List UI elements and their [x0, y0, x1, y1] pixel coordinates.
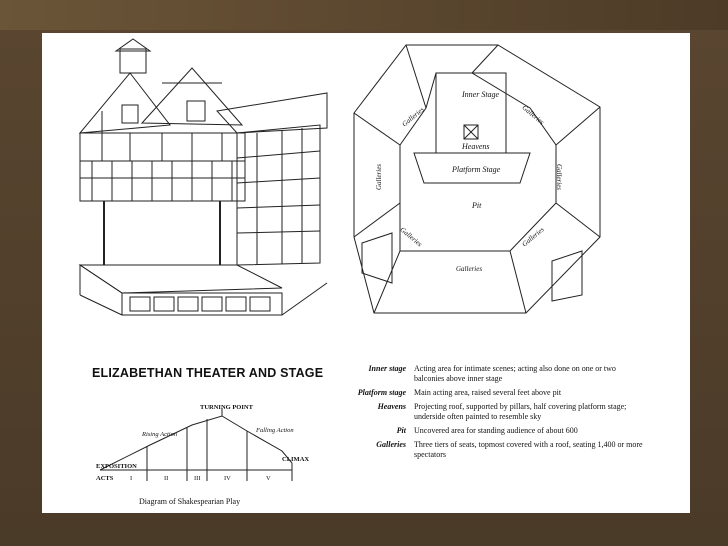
rising-action-label: Rising Action: [142, 431, 178, 438]
galleries-label: Galleries: [555, 163, 564, 191]
climax-label: CLIMAX: [282, 456, 310, 463]
platform-stage-label: Platform Stage: [452, 165, 501, 174]
acts-label: ACTS: [96, 475, 114, 482]
galleries-label: Galleries: [456, 265, 483, 273]
act-label: IV: [224, 475, 231, 482]
legend-row: Inner stage Acting area for intimate sce…: [354, 364, 644, 384]
turning-point-label: TURNING POINT: [200, 404, 253, 411]
plot-diagram-caption: Diagram of Shakespearian Play: [139, 497, 241, 506]
page-drawings: [78, 38, 601, 481]
legend: Inner stage Acting area for intimate sce…: [354, 364, 644, 464]
figure-title: ELIZABETHAN THEATER AND STAGE: [92, 366, 324, 380]
legend-term: Platform stage: [357, 388, 406, 397]
legend-row: Platform stage Main acting area, raised …: [354, 388, 644, 398]
legend-definition: Acting area for intimate scenes; acting …: [414, 364, 616, 383]
act-label: III: [194, 475, 201, 482]
legend-row: Pit Uncovered area for standing audience…: [354, 426, 644, 436]
legend-row: Heavens Projecting roof, supported by pi…: [354, 402, 644, 422]
act-label: I: [130, 475, 133, 482]
pit-label: Pit: [472, 201, 482, 210]
legend-definition: Three tiers of seats, topmost covered wi…: [414, 440, 643, 459]
heavens-label: Heavens: [462, 142, 490, 151]
legend-term: Galleries: [376, 440, 406, 449]
floor-plan: [353, 44, 601, 314]
legend-row: Galleries Three tiers of seats, topmost …: [354, 440, 644, 460]
legend-term: Inner stage: [368, 364, 406, 373]
plot-diagram: [99, 408, 293, 481]
legend-definition: Uncovered area for standing audience of …: [414, 426, 578, 435]
legend-term: Pit: [396, 426, 406, 435]
exposition-label: EXPOSITION: [96, 463, 137, 470]
inner-stage-label: Inner Stage: [462, 90, 500, 99]
scanned-page: Inner Stage Heavens Platform Stage Pit G…: [42, 33, 690, 513]
act-label: V: [266, 475, 271, 482]
top-border-stripe: [0, 0, 728, 30]
act-label: II: [164, 475, 169, 482]
legend-definition: Projecting roof, supported by pillars, h…: [414, 402, 627, 421]
legend-term: Heavens: [377, 402, 406, 411]
theater-illustration: [78, 38, 328, 316]
galleries-label: Galleries: [375, 163, 384, 191]
falling-action-label: Falling Action: [256, 427, 294, 434]
legend-definition: Main acting area, raised several feet ab…: [414, 388, 562, 397]
